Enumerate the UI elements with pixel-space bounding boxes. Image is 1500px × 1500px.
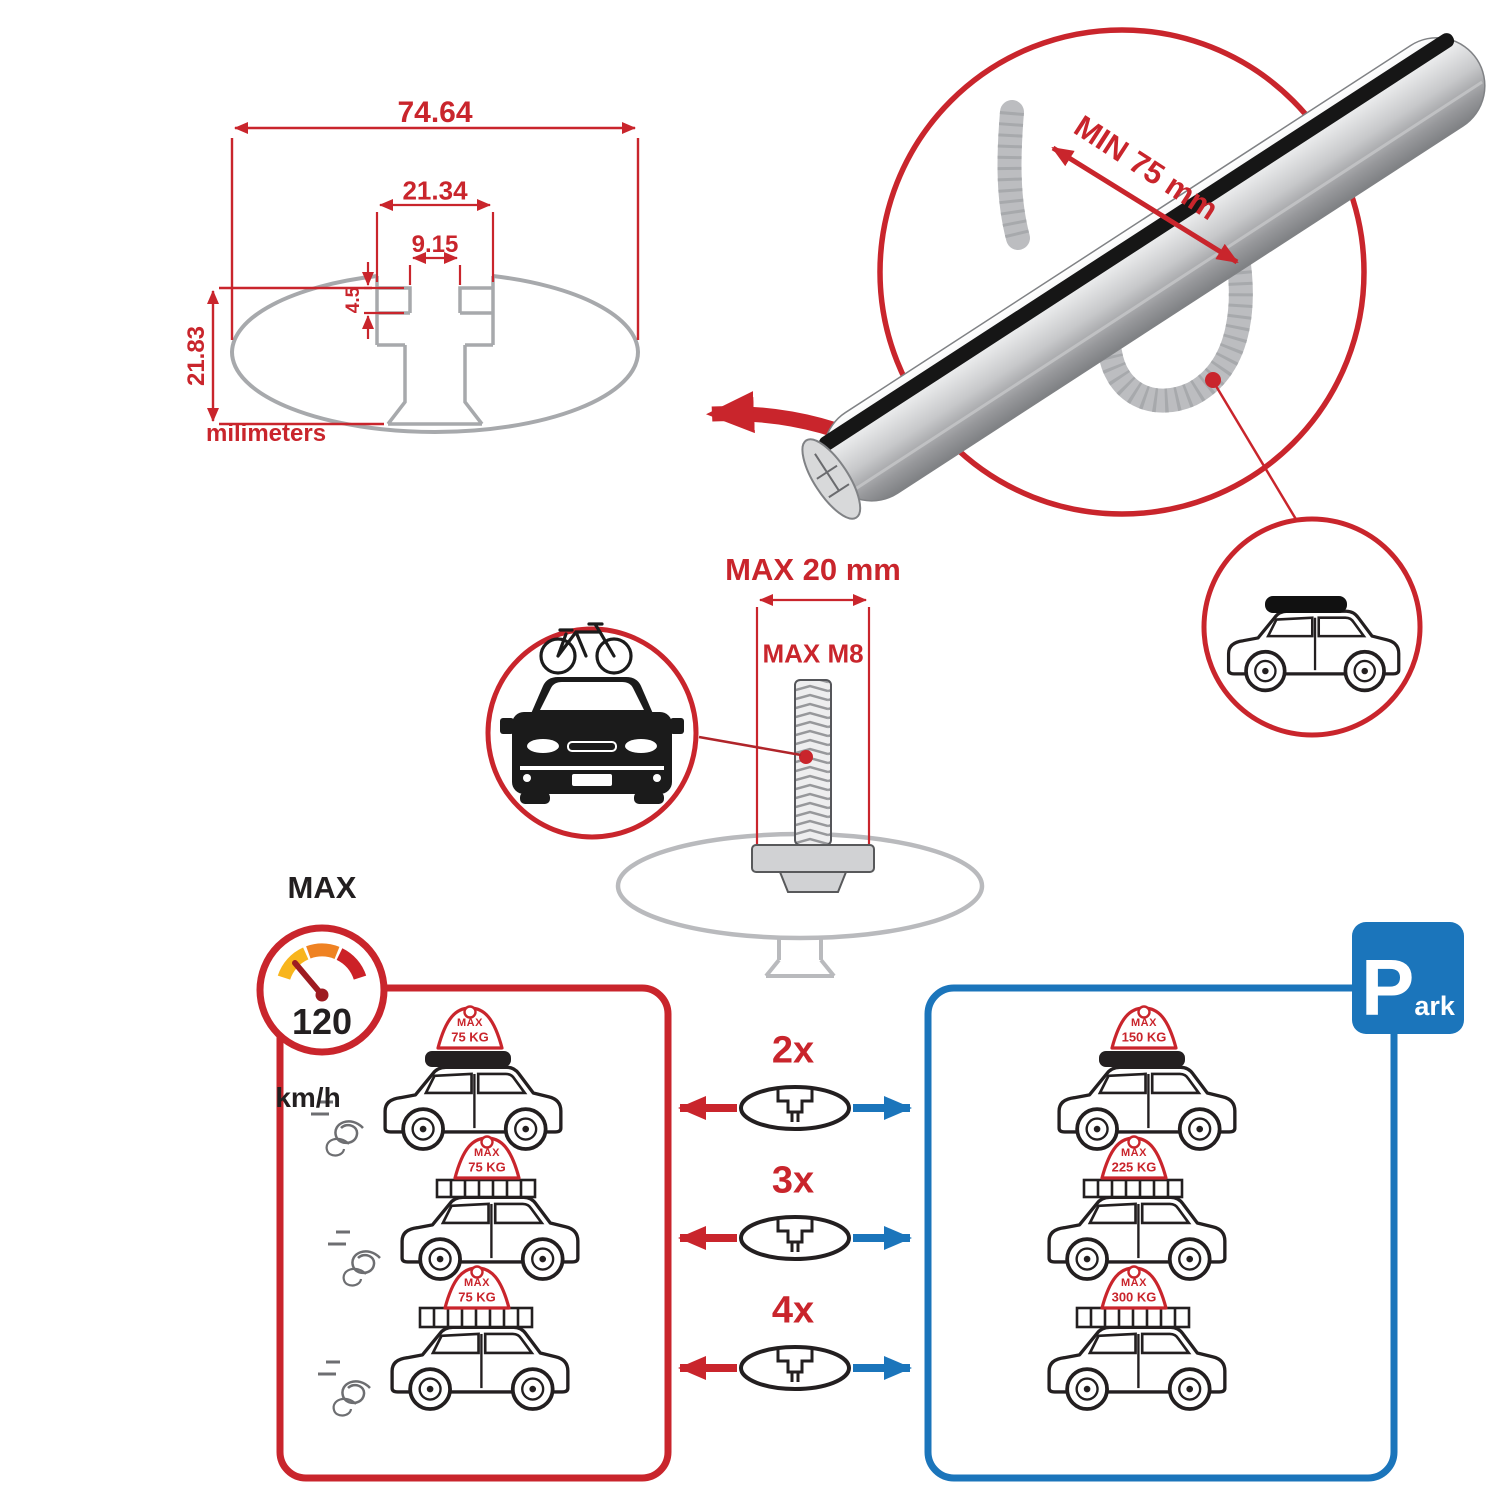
- roof-basket-icon: [1075, 1306, 1191, 1329]
- suv-roofbox-circle: [1201, 516, 1423, 738]
- roof-box-icon: [425, 1051, 511, 1067]
- dim-total-height: 21.83: [183, 325, 210, 387]
- min-span-arrow: [1051, 145, 1239, 265]
- bar-count-rows: [678, 1085, 912, 1391]
- tag-load-value: 75 KG: [458, 1289, 496, 1305]
- park-p: P: [1361, 943, 1415, 1032]
- dim-total-width: 74.64: [397, 96, 473, 129]
- crossbar-profile-drawing: [207, 122, 880, 453]
- tag-load-value: 300 KG: [1111, 1289, 1157, 1305]
- roof-box-icon: [1265, 596, 1347, 613]
- t-slot-section: [375, 276, 495, 426]
- driving-cars: [309, 1004, 580, 1418]
- dim-lip-depth: 4.5: [343, 286, 364, 314]
- max-thread-label: MAX M8: [762, 638, 864, 669]
- roof-basket-icon: [1082, 1178, 1184, 1199]
- multiplier-2x: 2x: [771, 1029, 815, 1072]
- tag-load-value: 225 KG: [1111, 1159, 1157, 1175]
- multiplier-4x: 4x: [771, 1289, 815, 1332]
- dim-total-width-lines: [230, 122, 640, 340]
- roof-box-icon: [1099, 1051, 1185, 1067]
- units-label: milimeters: [206, 420, 327, 447]
- crossbar-detail-circle: [801, 27, 1486, 527]
- callout-line: [698, 735, 802, 757]
- car-bike-circle: [485, 622, 699, 840]
- dim-slot-inner-width: 9.15: [411, 231, 459, 258]
- bolt-detail: [615, 594, 985, 978]
- max-bolt-width-label: MAX 20 mm: [725, 552, 901, 587]
- tag-max-label: MAX: [457, 1017, 483, 1029]
- tag-max-label: MAX: [464, 1277, 490, 1289]
- gauge-needle: [292, 960, 325, 998]
- callout-line: [1214, 385, 1302, 527]
- threaded-bolt: [751, 679, 875, 893]
- tag-load-value: 150 KG: [1121, 1029, 1167, 1045]
- dim-slot-outer-width: 21.34: [402, 175, 468, 206]
- dim-total-height-lines: [207, 286, 384, 426]
- callout-dot: [799, 750, 813, 764]
- crossbar-profile-icon: [739, 1345, 851, 1391]
- park-ark: ark: [1414, 991, 1455, 1022]
- tag-load-value: 75 KG: [468, 1159, 506, 1175]
- dim-lip-depth-lines: [362, 262, 404, 339]
- tag-max-label: MAX: [1121, 1147, 1147, 1159]
- car-front-icon: [500, 677, 684, 804]
- gauge-max-label: MAX: [287, 870, 357, 905]
- dim-bolt-lines: [755, 594, 871, 845]
- callout-dot: [1205, 372, 1221, 388]
- gauge-speed-unit: km/h: [275, 1082, 341, 1113]
- tag-max-label: MAX: [474, 1147, 500, 1159]
- crossbar-profile-icon: [739, 1085, 851, 1131]
- tag-load-value: 75 KG: [451, 1029, 489, 1045]
- park-sign: [1352, 922, 1464, 1034]
- dim-slot-outer-lines: [375, 199, 495, 282]
- dim-slot-inner-lines: [408, 252, 462, 285]
- tag-max-label: MAX: [1121, 1277, 1147, 1289]
- crossbar-profile-icon: [739, 1215, 851, 1261]
- profile-stem-grey: [764, 936, 836, 978]
- roof-basket-icon: [418, 1306, 534, 1329]
- speed-limit-gauge: [256, 924, 388, 1056]
- clamp-strap: [997, 100, 1253, 413]
- tag-max-label: MAX: [1131, 1017, 1157, 1029]
- roof-basket-icon: [435, 1178, 537, 1199]
- gauge-speed-value: 120: [291, 1001, 353, 1042]
- multiplier-3x: 3x: [771, 1159, 815, 1202]
- parked-cars: [1047, 1004, 1237, 1411]
- bike-icon: [539, 622, 633, 675]
